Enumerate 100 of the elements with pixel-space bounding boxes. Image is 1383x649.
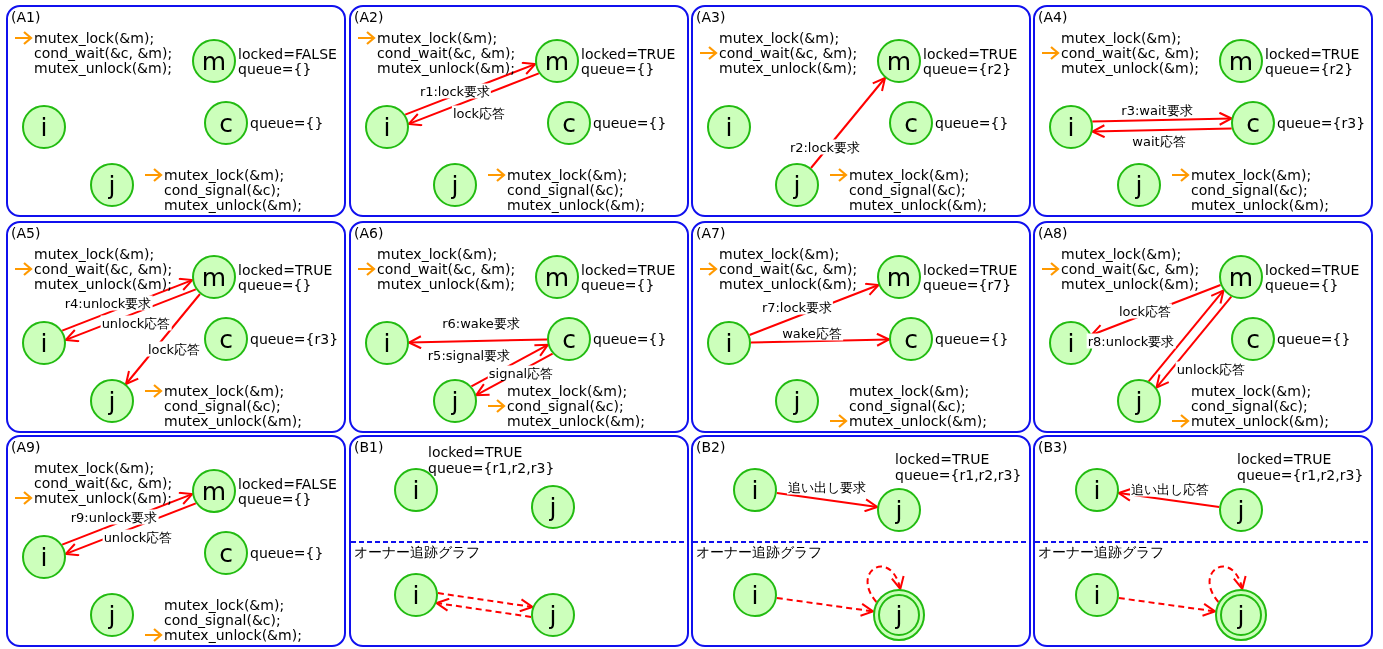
node-circle: m xyxy=(1219,39,1263,83)
node-circle: j xyxy=(1117,163,1161,207)
state-text: queue={r3} xyxy=(1277,115,1366,131)
node-circle: m xyxy=(192,255,236,299)
code-line: mutex_lock(&m); xyxy=(1191,383,1312,399)
node-circle: c xyxy=(1231,317,1275,361)
code-line: cond_wait(&c, &m); xyxy=(377,45,516,61)
panel-label: (A6) xyxy=(354,225,384,241)
state-text: queue={} xyxy=(238,276,312,293)
node-circle: i xyxy=(22,321,66,365)
arrow xyxy=(407,72,540,127)
code-line: cond_wait(&c, &m); xyxy=(34,261,173,277)
code-line: cond_wait(&c, &m); xyxy=(719,45,858,61)
dashed-arrow xyxy=(435,597,533,618)
code-line: mutex_unlock(&m); xyxy=(719,276,857,292)
dashed-arrow xyxy=(1117,597,1217,617)
code-line: mutex_lock(&m); xyxy=(507,167,628,183)
code-line: mutex_lock(&m); xyxy=(164,383,285,399)
state-text: queue={r3} xyxy=(250,331,339,347)
state-text: locked=TRUE xyxy=(238,261,333,278)
arrow xyxy=(1147,289,1225,383)
state-text: queue={} xyxy=(581,276,655,293)
node-circle: i xyxy=(1049,105,1093,149)
code-line: mutex_unlock(&m); xyxy=(34,60,172,76)
state-text: queue={} xyxy=(935,331,1009,347)
panel-frame xyxy=(691,221,1031,433)
state-text: locked=TRUE xyxy=(581,261,676,278)
node-circle: i xyxy=(394,573,438,617)
state-text: queue={r7} xyxy=(923,276,1012,293)
arrow xyxy=(125,293,201,385)
panel-label: (B1) xyxy=(354,439,384,455)
code-line: mutex_lock(&m); xyxy=(34,460,155,476)
state-text: queue={} xyxy=(593,115,667,131)
edge-label: r3:wait要求 xyxy=(1120,102,1194,118)
node-circle: i xyxy=(707,105,751,149)
code-line: cond_signal(&c); xyxy=(507,182,624,198)
code-line: mutex_unlock(&m); xyxy=(849,413,987,429)
code-line: cond_wait(&c, &m); xyxy=(377,261,516,277)
arrow xyxy=(1155,295,1233,389)
state-text: queue={} xyxy=(250,545,324,561)
state-text: queue={r2} xyxy=(923,60,1012,77)
dashed-arrow xyxy=(436,592,534,613)
panel-label: (A9) xyxy=(11,439,41,455)
code-line: mutex_lock(&m); xyxy=(34,246,155,262)
node-circle: j xyxy=(1215,589,1267,641)
node-circle: m xyxy=(1219,255,1263,299)
state-text: locked=TRUE xyxy=(1265,45,1360,62)
panel-label: (B2) xyxy=(696,439,726,455)
code-line: mutex_unlock(&m); xyxy=(377,60,515,76)
node-circle: c xyxy=(204,531,248,575)
state-text: queue={r2} xyxy=(1265,60,1354,77)
node-circle: c xyxy=(889,101,933,145)
node-circle: i xyxy=(22,105,66,149)
dashed-arrow xyxy=(775,597,875,617)
panel-frame xyxy=(6,435,346,647)
code-line: cond_signal(&c); xyxy=(849,398,966,414)
code-line: cond_wait(&c, &m); xyxy=(34,45,173,61)
panel-frame xyxy=(1033,435,1373,647)
state-text: queue={} xyxy=(581,60,655,77)
node-circle: j xyxy=(873,589,925,641)
panel-label: (A4) xyxy=(1038,9,1068,25)
node-circle: j xyxy=(877,488,921,532)
node-circle: i xyxy=(733,468,777,512)
node-circle: i xyxy=(1075,573,1119,617)
edge-label: unlock応答 xyxy=(102,529,174,545)
arrow xyxy=(750,332,890,347)
graph-caption: オーナー追跡グラフ xyxy=(696,544,822,560)
state-text: locked=TRUE xyxy=(923,261,1018,278)
state-text: queue={} xyxy=(935,115,1009,131)
panel-frame xyxy=(691,435,1031,647)
code-line: mutex_unlock(&m); xyxy=(1061,60,1199,76)
code-line: cond_wait(&c, &m); xyxy=(719,261,858,277)
code-line: mutex_lock(&m); xyxy=(719,246,840,262)
node-circle: m xyxy=(192,469,236,513)
edge-label: r7:lock要求 xyxy=(760,299,834,315)
edge-label: wait応答 xyxy=(1131,133,1187,149)
edge-label: r8:unlock要求 xyxy=(1086,333,1176,349)
code-line: mutex_lock(&m); xyxy=(849,383,970,399)
node-circle: m xyxy=(192,39,236,83)
code-line: mutex_lock(&m); xyxy=(377,246,498,262)
code-line: mutex_lock(&m); xyxy=(507,383,628,399)
panel-frame xyxy=(349,435,689,647)
code-line: mutex_lock(&m); xyxy=(164,167,285,183)
node-circle: j xyxy=(433,163,477,207)
state-text: queue={} xyxy=(238,490,312,507)
node-circle: j xyxy=(531,593,575,637)
edge-label: 追い出し要求 xyxy=(787,479,867,495)
panel-label: (A3) xyxy=(696,9,726,25)
code-line: mutex_lock(&m); xyxy=(719,30,840,46)
code-line: mutex_lock(&m); xyxy=(377,30,498,46)
arrow xyxy=(1117,487,1221,508)
panel-label: (B3) xyxy=(1038,439,1068,455)
arrow xyxy=(408,335,548,350)
code-line: mutex_unlock(&m); xyxy=(34,490,172,506)
edge-label: lock応答 xyxy=(1117,303,1173,319)
code-line: cond_signal(&c); xyxy=(164,398,281,414)
node-circle: c xyxy=(204,317,248,361)
code-line: cond_wait(&c, &m); xyxy=(1061,45,1200,61)
code-line: cond_wait(&c, &m); xyxy=(34,475,173,491)
code-line: cond_signal(&c); xyxy=(164,612,281,628)
